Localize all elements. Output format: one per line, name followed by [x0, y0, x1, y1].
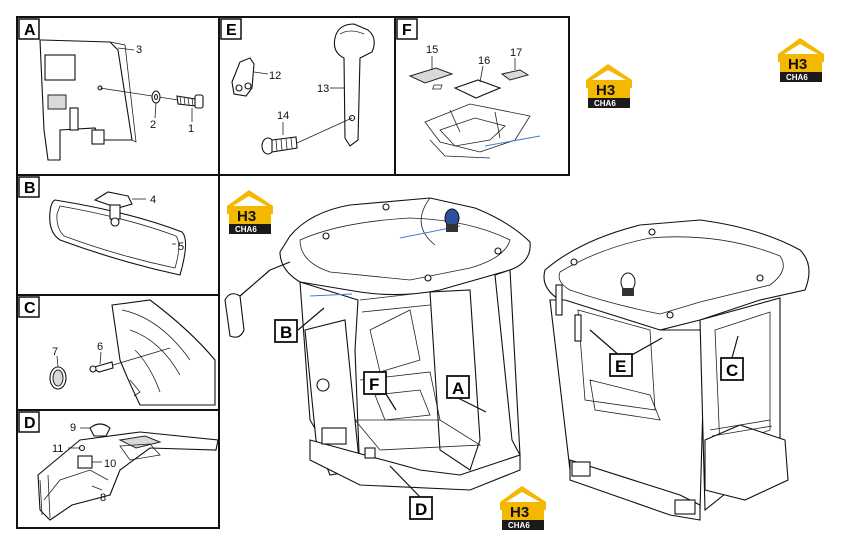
- svg-text:H3: H3: [596, 82, 615, 99]
- logo-4: H3 CHA6: [500, 486, 546, 530]
- panel-d-frame: [16, 409, 220, 529]
- part-label-3: 3: [136, 44, 142, 56]
- panel-letter-f: F: [402, 22, 412, 39]
- part-label-11: 11: [52, 443, 63, 455]
- panel-f-drawing: 15 16 17: [408, 44, 541, 159]
- panel-a-drawing: 3 2 1: [39, 39, 204, 161]
- logo-1: H3 CHA6: [586, 64, 632, 108]
- part-label-15: 15: [426, 44, 438, 56]
- part-label-14: 14: [277, 110, 289, 122]
- cab-rear-view: [543, 219, 810, 521]
- part-label-5: 5: [178, 241, 184, 253]
- svg-text:H3: H3: [510, 504, 529, 521]
- part-label-6: 6: [97, 341, 103, 353]
- svg-text:CHA6: CHA6: [508, 521, 530, 530]
- panel-b-drawing: 4 5: [49, 191, 187, 276]
- panel-letter-e: E: [226, 22, 237, 39]
- svg-text:H3: H3: [237, 208, 256, 225]
- callout-e: E: [615, 357, 626, 376]
- svg-text:CHA6: CHA6: [594, 99, 616, 108]
- svg-text:CHA6: CHA6: [786, 73, 808, 82]
- part-label-8: 8: [100, 492, 106, 504]
- logo-2: H3 CHA6: [778, 38, 824, 82]
- logo-3: H3 CHA6: [227, 190, 273, 234]
- cab-front-view: [224, 197, 531, 491]
- part-label-12: 12: [269, 70, 281, 82]
- part-label-17: 17: [510, 47, 522, 59]
- logo-watermarks: H3 CHA6 H3 CHA6 H3 CHA6 H3 CHA6: [227, 38, 824, 530]
- part-label-13: 13: [317, 83, 329, 95]
- callout-d: D: [415, 500, 427, 519]
- callout-c: C: [726, 361, 738, 380]
- part-label-2: 2: [150, 119, 156, 131]
- panel-letter-b: B: [24, 180, 36, 197]
- part-label-7: 7: [52, 346, 58, 358]
- svg-text:H3: H3: [788, 56, 807, 73]
- panel-e-drawing: 12 13 14: [231, 23, 375, 155]
- part-label-10: 10: [104, 458, 116, 470]
- panel-f-frame: [394, 16, 570, 176]
- part-label-9: 9: [70, 422, 76, 434]
- callout-f: F: [369, 375, 379, 394]
- panel-d-drawing: 9 11 10 8: [37, 422, 219, 521]
- callout-a: A: [452, 379, 464, 398]
- svg-text:CHA6: CHA6: [235, 225, 257, 234]
- part-label-16: 16: [478, 55, 490, 67]
- panel-letter-c: C: [24, 300, 36, 317]
- panel-letter-d: D: [24, 415, 36, 432]
- callout-b: B: [280, 323, 292, 342]
- panel-letters: A E F B C D: [18, 18, 418, 433]
- panel-c-drawing: 7 6: [49, 299, 216, 406]
- part-label-1: 1: [188, 123, 194, 135]
- callouts: B F A D E C: [274, 307, 744, 520]
- panel-letter-a: A: [24, 22, 36, 39]
- part-label-4: 4: [150, 194, 156, 206]
- panel-frames: [16, 16, 570, 529]
